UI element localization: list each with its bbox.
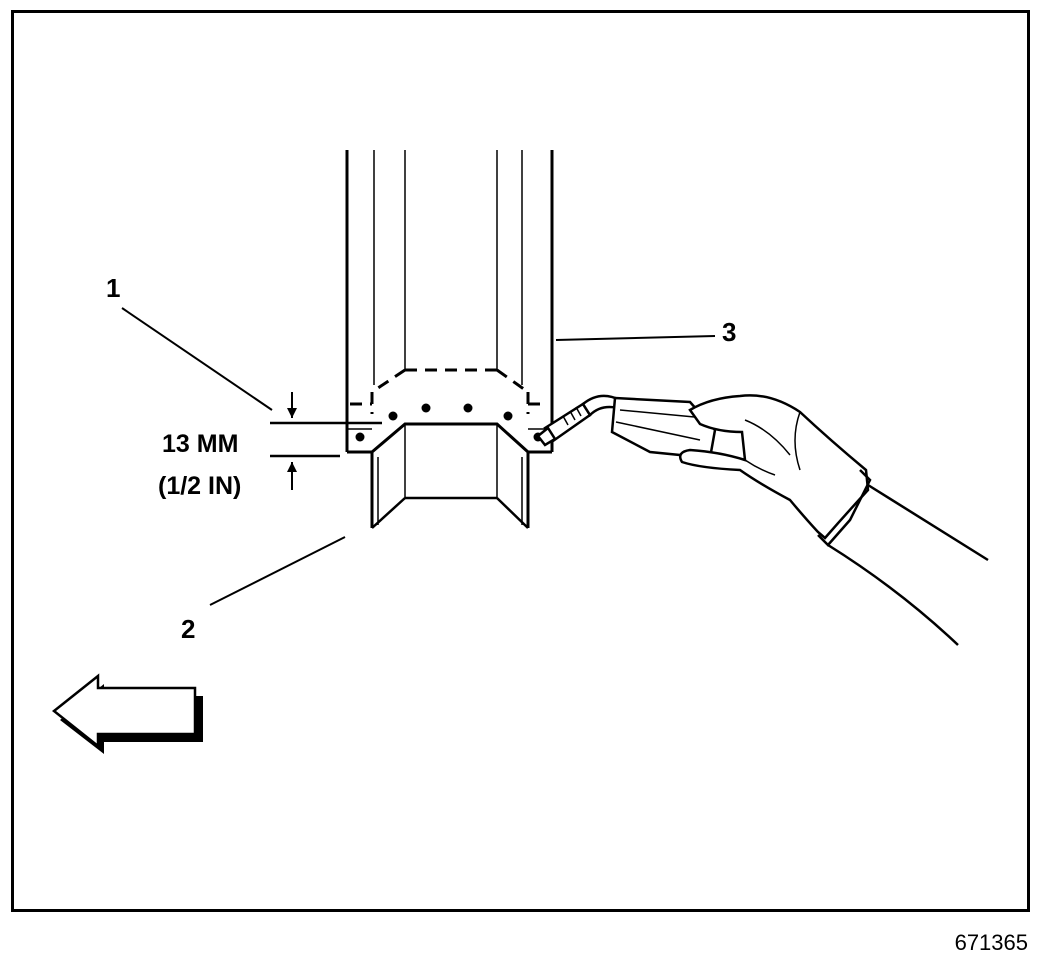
dimension-marker xyxy=(270,392,382,490)
callout-leaders xyxy=(121,307,716,606)
callout-3: 3 xyxy=(722,317,736,347)
callout-1: 1 xyxy=(106,273,120,303)
plug-weld xyxy=(463,403,473,413)
lower-insert-section xyxy=(370,422,530,529)
illustration-frame xyxy=(11,10,1030,912)
plug-weld xyxy=(503,411,513,421)
dimension-metric: 13 MM xyxy=(162,430,238,458)
upper-rail-section xyxy=(345,150,554,454)
plug-weld xyxy=(355,432,365,442)
dimension-imperial: (1/2 IN) xyxy=(158,472,241,500)
insert-hidden-outline xyxy=(350,368,548,414)
welding-torch-icon xyxy=(536,394,717,460)
callout-2: 2 xyxy=(181,614,195,644)
plug-weld xyxy=(388,411,398,421)
gloved-hand-icon xyxy=(679,394,989,646)
plug-weld xyxy=(421,403,431,413)
arrow-left-icon xyxy=(51,673,203,754)
figure-number: 671365 xyxy=(954,930,1028,955)
